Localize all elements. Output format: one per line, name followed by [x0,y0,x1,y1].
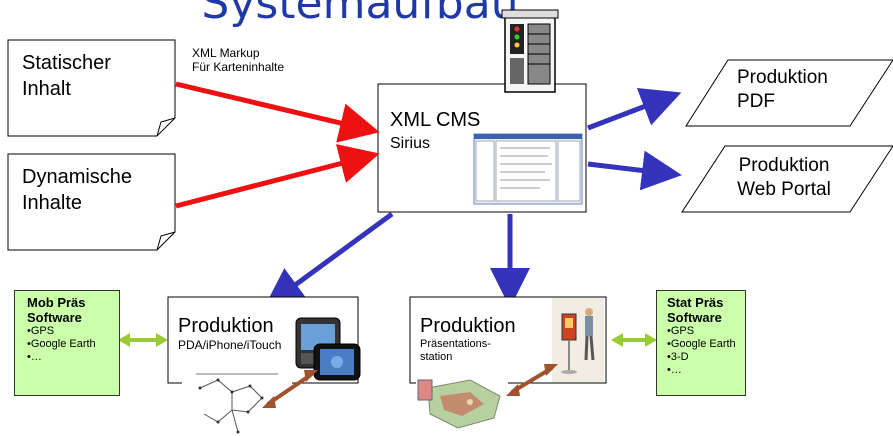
station-production-title: Produktion [420,315,516,337]
mobile-software-title2: Software [27,310,82,325]
cms-title: XML CMS [390,109,481,131]
dynamic-content-line2: Inhalte [22,192,83,214]
station-software-item: •… [667,364,682,376]
station-software-title2: Software [667,310,722,325]
markup-note-line2: Für Karteninhalte [192,60,285,74]
mobile-software-item: •… [27,351,42,363]
station-software-item: •3-D [667,351,689,363]
mobile-software-item: •GPS [27,325,55,337]
arrow-map-to-phone [266,372,314,406]
diagram-title: Systemaufbau [201,0,519,29]
station-software-item: •Google Earth [667,338,736,350]
kiosk-station-image [552,298,604,382]
site-map-image [416,376,508,434]
server-icon [501,9,559,93]
arrow-sitemap-to-kiosk [510,366,554,394]
cms-subtitle: Sirius [390,135,431,152]
static-content-label: Statischer Inhalt [22,50,111,102]
dynamic-content-line1: Dynamische [22,166,133,188]
mobile-software-item: •Google Earth [27,338,96,350]
cms-label: XML CMS Sirius [390,108,480,154]
static-content-line2: Inhalt [22,78,71,100]
pdf-output-line1: Produktion [737,67,828,88]
web-output-label: Produktion Web Portal [724,154,844,202]
web-output-line1: Produktion [738,155,830,176]
pdf-output-shape [685,59,893,127]
markup-note-line1: XML Markup [192,46,260,60]
dynamic-content-document [7,153,176,251]
pdf-output-line2: PDF [737,91,775,112]
phone-devices-image [295,317,361,381]
station-software-box: Stat Präs Software •GPS •Google Earth •3… [656,290,746,396]
arrow-cms-to-pdf [587,87,682,131]
arrow-static-to-cms [175,81,380,143]
station-production-line1: Präsentations- [420,338,491,350]
arrow-mob-software-to-mobile [118,333,168,347]
static-content-document [7,39,176,137]
mobile-production-subtitle: PDA/iPhone/iTouch [178,338,282,352]
arrow-dynamic-to-cms [175,144,380,209]
station-software-item: •GPS [667,325,695,337]
station-production-label: Produktion Präsentations- station [420,314,516,364]
mobile-software-title1: Mob Präs [27,295,86,310]
cms-screenshot-image [473,133,583,205]
arrow-cms-to-web [587,150,682,191]
mobile-production-title: Produktion [178,315,274,337]
static-content-line1: Statischer [22,52,111,74]
markup-note: XML Markup Für Karteninhalte [192,46,284,74]
station-production-line2: station [420,351,453,363]
route-map-image [182,368,292,436]
pdf-output-label: Produktion PDF [737,66,828,114]
arrow-cms-to-mobile [263,211,394,308]
dynamic-content-label: Dynamische Inhalte [22,164,132,216]
web-output-line2: Web Portal [737,179,831,200]
mobile-software-box: Mob Präs Software •GPS •Google Earth •… [14,290,120,396]
mobile-production-label: Produktion PDA/iPhone/iTouch [178,314,281,352]
arrow-station-to-stat-software [611,333,657,347]
web-output-shape [681,145,893,213]
station-software-title1: Stat Präs [667,295,724,310]
